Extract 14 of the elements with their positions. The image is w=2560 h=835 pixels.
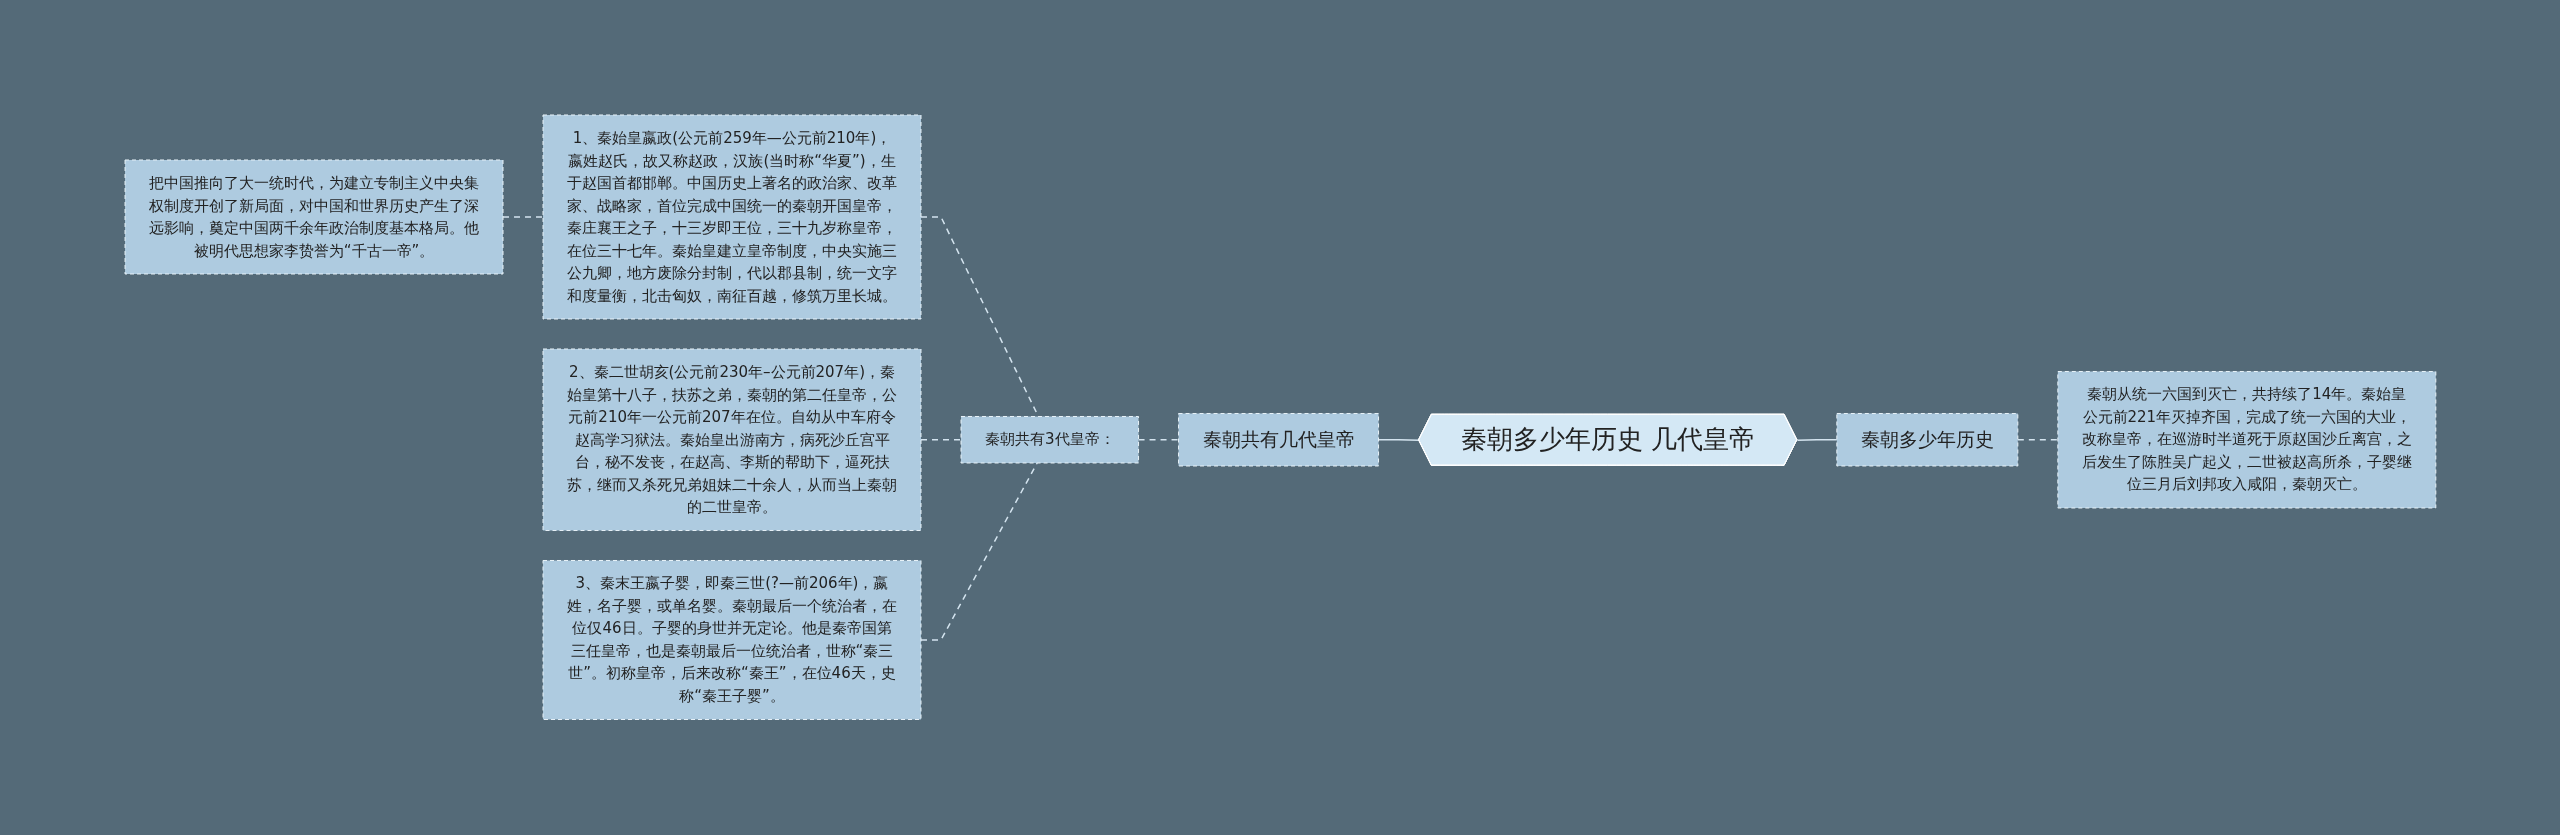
- connector: [1796, 439, 1838, 442]
- connector: [1137, 439, 1179, 441]
- connector: [1377, 439, 1420, 442]
- connector: [919, 439, 962, 441]
- connector: [501, 216, 544, 218]
- node-box: 1、秦始皇嬴政(公元前259年—公元前210年)，嬴姓赵氏，故又称赵政，汉族(当时称“华夏”)，生于赵国首都邯郸。中国历史上著名的政治家、改革家、战略家，首位完成中国统一的秦朝开国皇帝，秦庄襄王之子，十三岁即王位，三十九岁称皇帝，在位三十七年。秦始皇建立皇帝制度，中央实施三公九卿，地方废除分封制，代以郡县制，统一文字和度量衡，北击匈奴，南征百越，修筑万里长城。: [542, 114, 922, 320]
- node-box: 3、秦末王嬴子婴，即秦三世(?—前206年)，嬴姓，名子婴，或单名婴。秦朝最后一个统治者，在位仅46日。子婴的身世并无定论。他是秦帝国第三任皇帝，也是秦朝最后一位统治者，世称“秦三世”。初称皇帝，后来改称“秦王”，在位46天，史称“秦王子婴”。: [542, 560, 922, 721]
- node-box: 2、秦二世胡亥(公元前230年–公元前207年)，秦始皇第十八子，扶苏之弟，秦朝的第二任皇帝，公元前210年一公元前207年在位。自幼从中车府令赵高学习狱法。秦始皇出游南方，病死沙丘宫平台，秘不发丧，在赵高、李斯的帮助下，逼死扶苏，继而又杀死兄弟姐妹二十余人，从而当上秦朝的二世皇帝。: [542, 348, 922, 532]
- node-box: 秦朝共有3代皇帝：: [960, 416, 1139, 464]
- node-box: 秦朝多少年历史: [1835, 413, 2018, 467]
- node-box: 把中国推向了大一统时代，为建立专制主义中央集权制度开创了新局面，对中国和世界历史产生了深远影响，奠定中国两千余年政治制度基本格局。他被明代思想家李贽誉为“千古一帝”。: [124, 159, 504, 275]
- node-box: 秦朝共有几代皇帝: [1177, 413, 1379, 467]
- connector: [2016, 439, 2059, 441]
- node-box: 秦朝从统一六国到灭亡，共持续了14年。秦始皇公元前221年灭掉齐国，完成了统一六国的大业，改称皇帝，在巡游时半道死于原赵国沙丘离宫，之后发生了陈胜吴广起义，二世被赵高所杀，子婴继位三月后刘邦攻入咸阳，秦朝灭亡。: [2056, 371, 2436, 509]
